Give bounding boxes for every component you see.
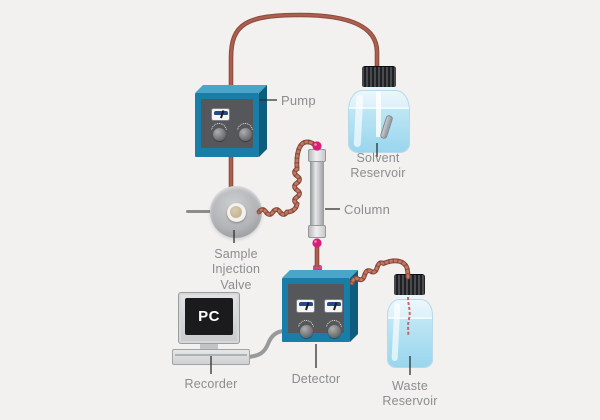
recorder-computer: PC [172,292,250,366]
pump-gauge-icon [211,108,230,121]
recorder-screen-text: PC [198,308,220,325]
pump-side-face [259,85,267,157]
column-top-cap [308,149,326,162]
recorder-screen: PC [185,298,233,335]
column-bottom-fitting [312,238,322,248]
detector-knob1 [299,324,313,338]
detector-top-face [282,270,358,278]
recorder-monitor: PC [178,292,240,344]
column-bottom-cap [308,225,326,238]
waste-reservoir-bottle [387,272,433,372]
solvent-reservoir-label: Solvent Reservoir [350,151,406,181]
column-top-fitting-highlight [314,143,317,146]
pump-knob1 [212,127,226,141]
pump-label: Pump [281,93,316,108]
column-label: Column [344,202,390,217]
detector-label: Detector [291,372,341,386]
detector-gauge1-icon [296,299,315,313]
waste-bottle-cap [394,274,425,295]
solvent-bottle-cap [362,66,396,87]
valve-hub [226,202,246,222]
recorder-base-unit [172,349,250,365]
solvent-bottle-neck [365,87,393,92]
sample-injection-valve-label: Sample Injection Valve [211,247,261,292]
cable-recorder-to-detector [242,329,287,359]
pump-top-face [195,85,267,93]
recorder-monitor-stand [200,344,218,349]
waste-bottle-body [387,299,433,368]
detector-knob2 [327,324,341,338]
column-tube [310,153,324,233]
pump-device [195,85,267,157]
waste-reservoir-label: Waste Reservoir [382,379,438,409]
detector-side-face [350,270,358,342]
recorder-label: Recorder [184,377,238,391]
solvent-bottle-body [348,90,410,153]
solvent-intake-tube [376,91,381,137]
pump-knob2 [238,127,252,141]
column-bottom-fitting-highlight [314,240,317,243]
solvent-reservoir-bottle [348,64,410,156]
sample-injection-valve [186,184,264,240]
detector-device [282,265,358,342]
detector-gauge2-icon [324,299,343,313]
